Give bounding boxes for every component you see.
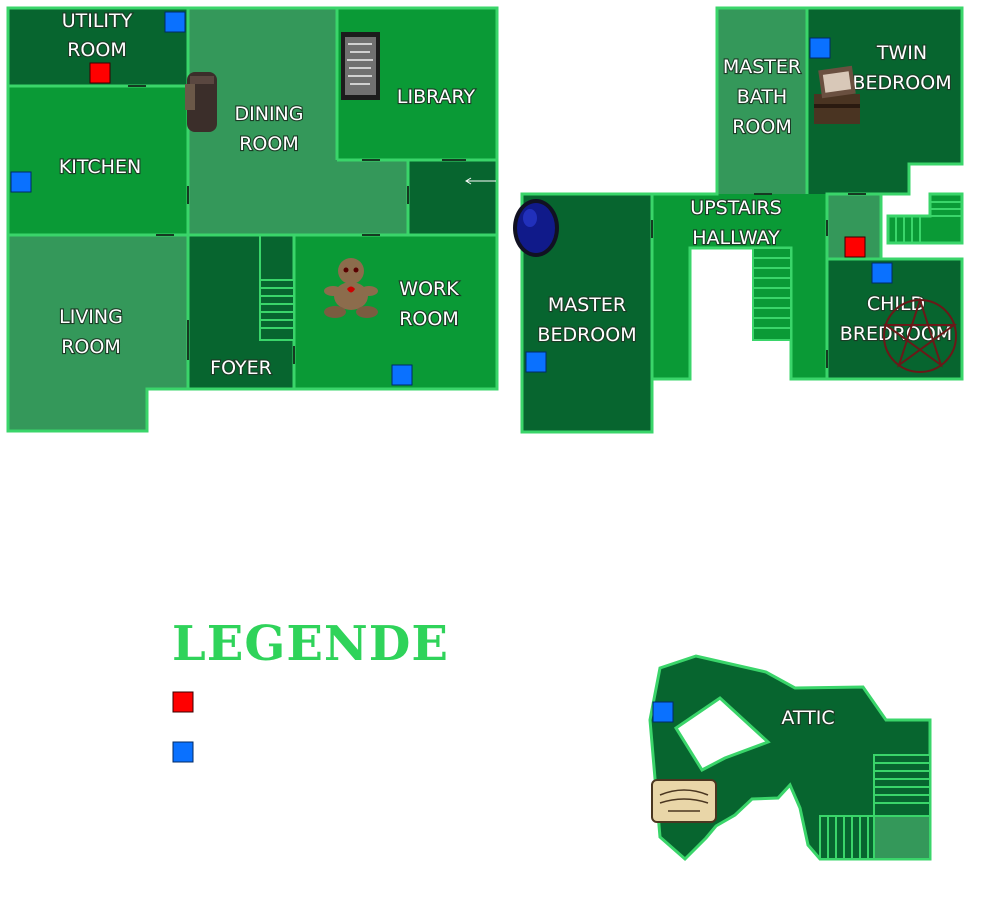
blue-marker [652, 701, 674, 723]
blue-marker [525, 351, 547, 373]
pentagram-icon [882, 296, 958, 373]
upstairs-stairs [752, 247, 792, 341]
red-marker [844, 236, 866, 258]
legend-red-swatch [172, 691, 194, 713]
ground-floor-stairs [259, 236, 295, 341]
red-marker [89, 62, 111, 84]
kitchen-label: KITCHEN [59, 156, 141, 178]
legend: LEGENDE [172, 616, 449, 763]
attic-label: ATTIC [781, 707, 834, 729]
twin-bedroom-area [807, 8, 962, 194]
ground-floor-outline [6, 6, 499, 433]
blue-marker [164, 11, 186, 33]
attic-landing-area [873, 815, 931, 860]
mirror-icon [513, 199, 559, 257]
living-room-area [8, 235, 188, 431]
child-bedroom-wall [825, 257, 964, 381]
blue-marker [871, 262, 893, 284]
ouija-board-icon [651, 779, 717, 823]
side-stair-wall [886, 192, 964, 245]
bone-painting-icon [341, 32, 380, 100]
attic-hole [673, 696, 771, 772]
kitchen-area [8, 86, 188, 235]
attic-stairs [819, 754, 931, 860]
library-label: LIBRARY [397, 86, 476, 108]
legend-blue-swatch [172, 741, 194, 763]
jar-icon [185, 72, 217, 132]
side-hall-area [408, 160, 497, 235]
arrow-head [465, 177, 472, 185]
side-stair-area [888, 194, 962, 243]
blue-marker [391, 364, 413, 386]
blue-marker [809, 37, 831, 59]
upstairs-hallway-area [652, 194, 827, 379]
legend-title: LEGENDE [172, 616, 449, 672]
attic: ATTIC [648, 654, 932, 862]
blue-marker [10, 171, 32, 193]
master-bath-area [717, 8, 807, 194]
attic-stairs [895, 201, 961, 242]
dining-room-area [188, 8, 408, 235]
foyer-label: FOYER [210, 357, 272, 379]
music-box-icon [814, 65, 860, 124]
voodoo-doll-icon [324, 258, 378, 318]
